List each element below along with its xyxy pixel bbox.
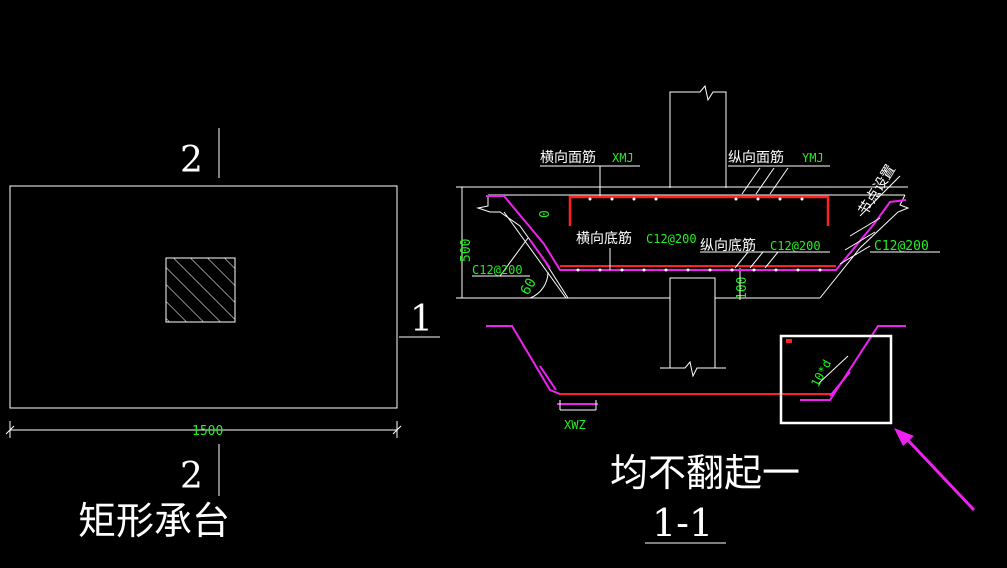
section-mark-top: 2 xyxy=(180,140,203,181)
note-text: 均不翻起一 xyxy=(610,451,800,495)
dimension-text: 1500 xyxy=(192,424,223,439)
pile-cap-outline[interactable] xyxy=(9,185,398,409)
label-transverse-bottom: 横向底筋 xyxy=(576,230,632,247)
section-title: 1-1 xyxy=(652,501,713,545)
top-rebar[interactable] xyxy=(568,195,830,226)
label-xwz: XWZ xyxy=(564,418,586,432)
label-transverse-top-code: XMJ xyxy=(612,151,634,165)
highlight-box[interactable] xyxy=(779,334,893,425)
dim-500: 500 xyxy=(459,239,474,262)
label-transverse-top: 横向面筋 xyxy=(540,149,596,166)
column-hatched[interactable] xyxy=(165,257,236,323)
label-longitudinal-bottom: 纵向底筋 xyxy=(700,237,756,254)
label-transverse-bottom-code: C12@200 xyxy=(646,232,697,246)
pointer-arrow xyxy=(894,428,976,512)
label-10d: 10*d xyxy=(808,357,834,389)
label-left-rebar: C12@200 xyxy=(472,263,523,277)
column-upper[interactable] xyxy=(669,84,727,188)
section-mark-bottom: 2 xyxy=(180,456,203,497)
label-longitudinal-top: 纵向面筋 xyxy=(728,149,784,166)
plan-view: 1500 2 2 1 矩形承台 xyxy=(5,128,440,543)
column-lower[interactable] xyxy=(660,277,726,378)
dim-0: 0 xyxy=(538,210,553,218)
section-mark-right: 1 xyxy=(410,299,433,340)
rebar-dots xyxy=(576,197,822,272)
dim-100: 100 xyxy=(735,277,750,300)
plan-title: 矩形承台 xyxy=(78,499,230,543)
bottom-rebar-magenta[interactable] xyxy=(486,195,907,271)
angle-60: 60 xyxy=(518,275,540,298)
label-longitudinal-top-code: YMJ xyxy=(802,151,824,165)
label-longitudinal-bottom-code: C12@200 xyxy=(770,239,821,253)
section-view: 500 0 100 60 xyxy=(456,84,976,545)
label-node-setting: 节点设置 xyxy=(856,162,899,218)
label-right-rebar: C12@200 xyxy=(874,239,929,254)
